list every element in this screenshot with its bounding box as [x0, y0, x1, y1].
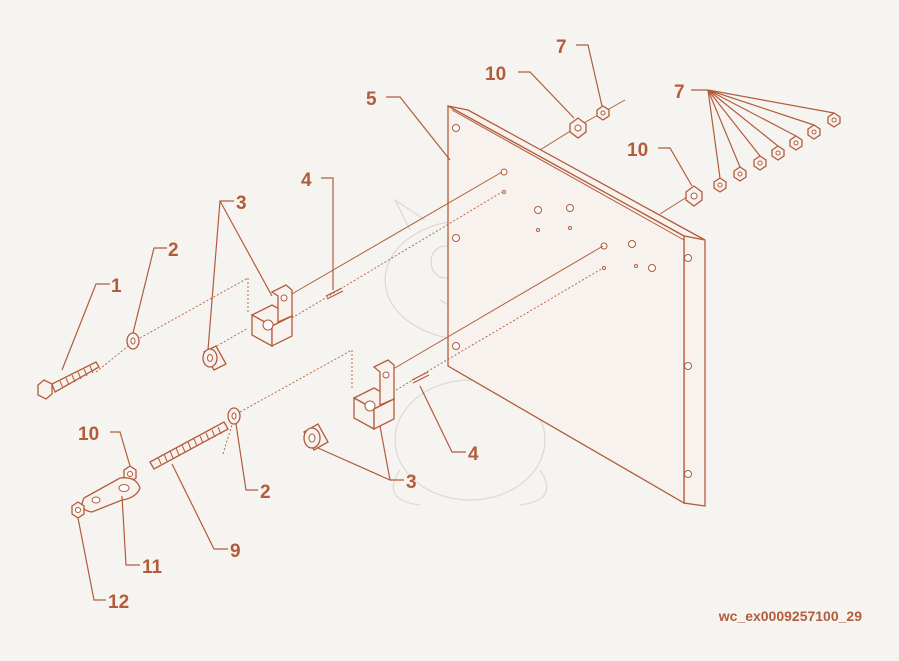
- callout-4-upper: 4: [301, 170, 312, 191]
- nut-7-r3: [753, 155, 767, 171]
- nut-7-r5: [789, 135, 803, 151]
- nut-7-r7: [827, 112, 841, 128]
- mounting-plate: [447, 104, 706, 507]
- pin-4-upper: [325, 287, 344, 300]
- figure-code: wc_ex0009257100_29: [718, 608, 862, 624]
- nut-7-r2: [733, 166, 747, 182]
- washer-2-lower: [227, 407, 241, 425]
- callout-9: 9: [230, 541, 241, 562]
- callout-labels: 1 2 3 4 5 10 7 10 7 4 3 2 9 11 10 12: [78, 37, 685, 613]
- callout-1: 1: [111, 276, 122, 297]
- nut-7-row: [713, 112, 841, 193]
- callout-4-lower: 4: [468, 444, 479, 465]
- callout-12: 12: [108, 592, 129, 613]
- nut-12: [71, 501, 85, 519]
- callout-10-top: 10: [485, 64, 506, 85]
- callout-2-lower: 2: [260, 482, 271, 503]
- callout-3-upper: 3: [236, 193, 247, 214]
- callout-10-right: 10: [627, 140, 648, 161]
- spacer-3-upper: [202, 345, 227, 371]
- callout-3-lower: 3: [406, 472, 417, 493]
- washer-2-upper: [126, 332, 140, 350]
- nut-7-r6: [807, 124, 821, 140]
- callout-11: 11: [142, 557, 163, 578]
- bracket-3-lower: [352, 359, 396, 431]
- callout-7-right: 7: [674, 82, 685, 103]
- hex-bolt-1: [37, 361, 100, 400]
- threaded-rod-9: [149, 421, 229, 470]
- callout-7-top: 7: [556, 37, 567, 58]
- callout-10-left: 10: [78, 424, 99, 445]
- spacer-3-lower: [303, 423, 329, 451]
- nut-7-top: [596, 105, 610, 121]
- cable-lug-11: [81, 477, 141, 513]
- callout-5: 5: [366, 89, 377, 110]
- washer-10-right: [685, 185, 703, 207]
- leader-lines: [61, 44, 835, 601]
- bracket-3-upper: [250, 284, 294, 348]
- washer-10-top: [569, 117, 587, 139]
- nut-7-r4: [771, 145, 785, 161]
- pin-4-lower: [411, 371, 430, 384]
- callout-2-upper: 2: [168, 240, 179, 261]
- nut-7-r1: [713, 177, 727, 193]
